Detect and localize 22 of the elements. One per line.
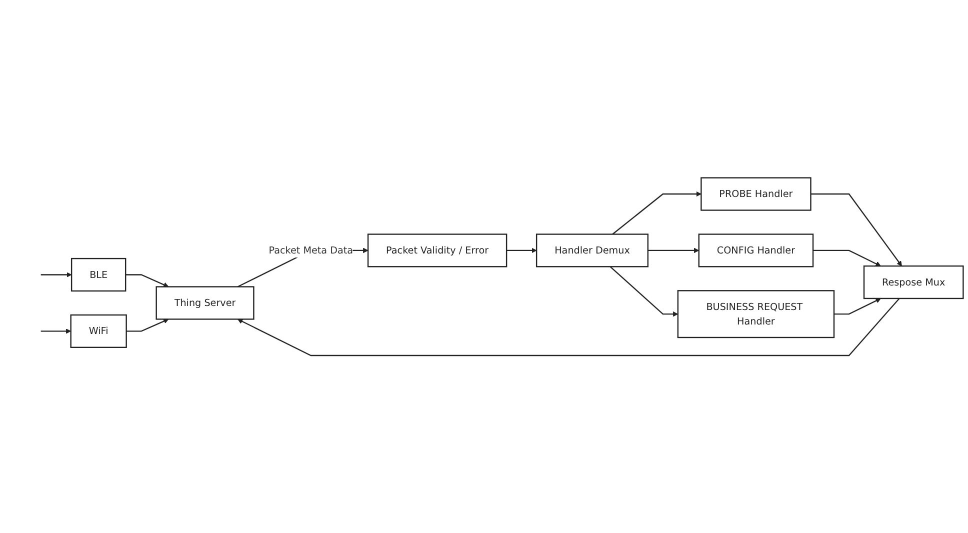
arrow: [40, 328, 72, 334]
arrow: [126, 274, 169, 288]
arrow: [237, 298, 900, 356]
node-box: Respose Mux: [863, 265, 964, 299]
node-box: Packet Validity / Error: [367, 233, 508, 268]
arrow: [612, 191, 702, 235]
node-box: BUSINESS REQUEST Handler: [677, 290, 835, 338]
node-box: PROBE Handler: [700, 177, 812, 211]
arrow: [813, 250, 881, 266]
arrow: [610, 266, 678, 317]
node-box: Thing Server: [156, 286, 254, 320]
node-box: CONFIG Handler: [698, 233, 814, 268]
arrow: [40, 272, 72, 278]
node-box: BLE: [70, 258, 126, 292]
arrow: [834, 298, 881, 315]
arrow: [648, 248, 700, 253]
node-box: WiFi: [70, 314, 127, 348]
node-box: Handler Demux: [536, 233, 648, 268]
edge-label: Packet Meta Data: [268, 244, 354, 256]
arrow: [810, 193, 902, 266]
arrow: [506, 248, 537, 253]
arrow: [126, 318, 169, 332]
